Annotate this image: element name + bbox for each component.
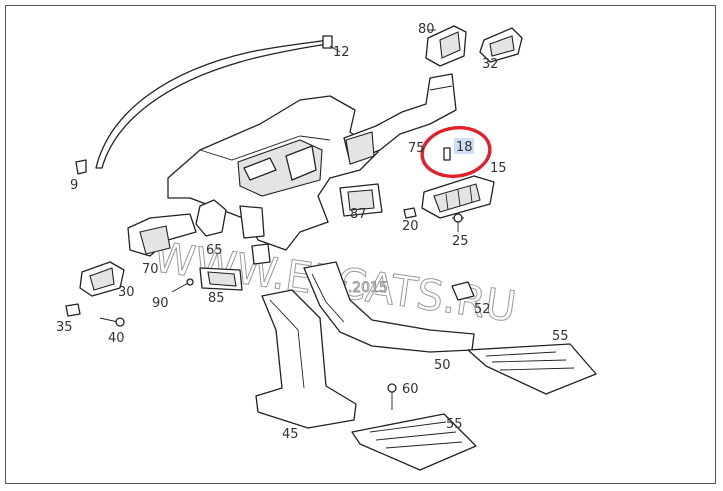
leader-12 bbox=[329, 45, 341, 53]
vent-30-grille bbox=[89, 267, 115, 291]
highlight-ring bbox=[420, 126, 492, 178]
foot-vent-55-upper-slats bbox=[485, 351, 575, 371]
label-30: 30 bbox=[118, 285, 135, 300]
bezel-87-window bbox=[347, 189, 375, 211]
duct-75-outlet bbox=[345, 131, 375, 165]
part-foot-vent-55-lower bbox=[351, 413, 477, 471]
screw-90-head bbox=[186, 278, 194, 286]
label-25: 25 bbox=[452, 234, 469, 249]
label-87: 87 bbox=[350, 207, 367, 222]
screw-40-head bbox=[115, 317, 125, 327]
label-75: 75 bbox=[408, 141, 425, 156]
label-35: 35 bbox=[56, 320, 73, 335]
part-floor-duct-50 bbox=[303, 261, 475, 353]
carrier-bracket bbox=[251, 243, 271, 265]
label-65: 65 bbox=[206, 243, 223, 258]
label-50: 50 bbox=[434, 358, 451, 373]
label-60: 60 bbox=[402, 382, 419, 397]
part-screw-40 bbox=[99, 317, 119, 323]
screw-25-head bbox=[453, 213, 463, 223]
part-clip-35 bbox=[65, 303, 81, 317]
label-20: 20 bbox=[402, 219, 419, 234]
vent-80-opening bbox=[439, 31, 461, 59]
label-9: 9 bbox=[70, 178, 78, 193]
carrier-slot bbox=[243, 157, 277, 181]
label-85: 85 bbox=[208, 291, 225, 306]
foot-vent-55-lower-slats bbox=[369, 421, 463, 449]
label-18: 18 bbox=[456, 140, 473, 155]
duct-45-crease bbox=[269, 299, 305, 389]
label-15: 15 bbox=[490, 161, 507, 176]
part-clip-12 bbox=[322, 35, 333, 49]
vent-15-slats bbox=[445, 185, 473, 211]
bezel-85-window bbox=[207, 271, 237, 287]
duct-50-crease bbox=[311, 273, 345, 323]
label-32: 32 bbox=[482, 57, 499, 72]
duct-70-outlet bbox=[139, 225, 171, 255]
label-52: 52 bbox=[474, 302, 491, 317]
carrier-round-duct bbox=[195, 199, 227, 237]
center-vent-opening bbox=[285, 145, 317, 181]
carrier-side-port bbox=[239, 205, 265, 239]
part-stick-52 bbox=[451, 281, 475, 301]
vent-15-grille bbox=[433, 183, 481, 213]
vent-32-grille bbox=[489, 35, 515, 57]
part-clip-20 bbox=[403, 207, 417, 219]
duct-75-rib bbox=[429, 85, 453, 91]
part-clip-18 bbox=[443, 147, 451, 161]
label-90: 90 bbox=[152, 296, 169, 311]
label-55-lower: 55 bbox=[446, 417, 463, 432]
part-plug-9 bbox=[75, 159, 87, 175]
label-18-highlight bbox=[454, 138, 474, 154]
diagram-frame bbox=[5, 5, 716, 484]
label-12: 12 bbox=[333, 45, 350, 60]
part-rear-duct-45 bbox=[255, 289, 357, 429]
label-45: 45 bbox=[282, 427, 299, 442]
label-80: 80 bbox=[418, 22, 435, 37]
label-40: 40 bbox=[108, 331, 125, 346]
label-55-upper: 55 bbox=[552, 329, 569, 344]
label-70: 70 bbox=[142, 262, 159, 277]
screw-60-head bbox=[387, 383, 397, 393]
carrier-edge bbox=[199, 135, 331, 161]
